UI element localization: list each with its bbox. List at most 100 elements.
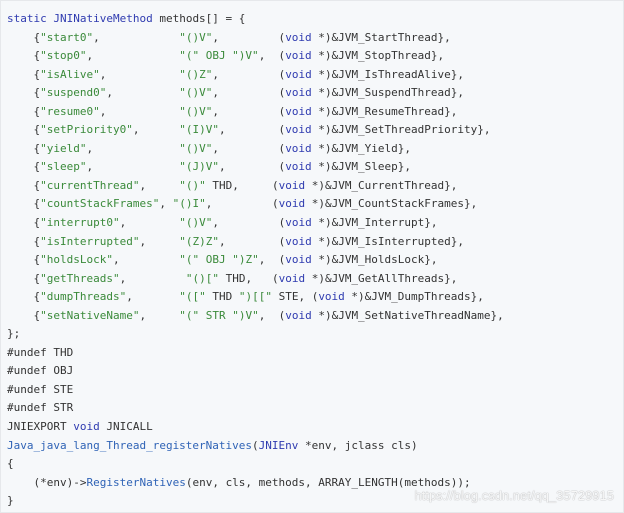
- code-line: };: [7, 325, 623, 344]
- code-token: void: [285, 160, 312, 174]
- code-token: {: [7, 178, 41, 192]
- code-token: "currentThread": [40, 178, 140, 192]
- code-token: void: [285, 253, 312, 267]
- code-line: {"getThreads", "()[" THD, (void *)&JVM_G…: [7, 270, 623, 289]
- code-token: *)&JVM_Sleep},: [311, 160, 412, 174]
- code-line: #undef OBJ: [7, 362, 623, 381]
- code-token: ,: [106, 86, 180, 100]
- code-token: "(Z)Z": [179, 234, 219, 248]
- code-token: ,: [119, 216, 180, 230]
- code-token: "()V": [179, 86, 213, 100]
- code-token: {: [7, 123, 41, 137]
- code-token: , (: [212, 141, 286, 155]
- code-token: , (: [258, 49, 286, 63]
- code-token: {: [7, 104, 41, 118]
- code-line: {"resume0", "()V", (void *)&JVM_ResumeTh…: [7, 103, 623, 122]
- code-token: void: [285, 234, 312, 248]
- code-token: "sleep": [40, 160, 87, 174]
- code-token: "getThreads": [40, 271, 120, 285]
- code-token: "()": [179, 178, 206, 192]
- code-token: , (: [212, 67, 286, 81]
- code-token: ,: [99, 104, 180, 118]
- code-token: void: [285, 30, 312, 44]
- code-token: *)&JVM_HoldsLock},: [311, 253, 438, 267]
- code-token: , (: [212, 104, 286, 118]
- code-token: "setPriority0": [40, 123, 133, 137]
- code-line: {"interrupt0", "()V", (void *)&JVM_Inter…: [7, 214, 623, 233]
- code-line: {"stop0", "(" OBJ ")V", (void *)&JVM_Sto…: [7, 47, 623, 66]
- code-token: "()I": [172, 197, 206, 211]
- code-line: {"setPriority0", "(I)V", (void *)&JVM_Se…: [7, 121, 623, 140]
- code-token: STE, (: [271, 290, 319, 304]
- code-token: *)&JVM_DumpThreads},: [344, 290, 484, 304]
- code-token: static: [7, 12, 54, 25]
- code-line: {"start0", "()V", (void *)&JVM_StartThre…: [7, 29, 623, 48]
- code-token: void: [278, 271, 306, 285]
- code-line: {: [7, 455, 623, 474]
- code-token: JNINativeMethod: [53, 12, 153, 25]
- code-line: JNIEXPORT void JNICALL: [7, 418, 623, 437]
- code-token: JNICALL: [99, 420, 153, 434]
- code-token: "(J)V": [179, 160, 219, 174]
- code-token: {: [7, 30, 41, 44]
- code-token: {: [7, 67, 41, 81]
- code-token: *)&JVM_StopThread},: [311, 49, 445, 63]
- code-token: , (: [212, 86, 286, 100]
- code-token: {: [7, 253, 41, 267]
- code-token: ,: [86, 49, 180, 63]
- code-token: "yield": [40, 141, 87, 155]
- code-token: ,: [126, 290, 180, 304]
- code-token: Java_java_lang_Thread_registerNatives: [7, 438, 253, 452]
- code-line: {"dumpThreads", "([" THD ")[[" STE, (voi…: [7, 288, 623, 307]
- code-token: RegisterNatives: [86, 475, 186, 489]
- code-token: void: [278, 197, 306, 211]
- code-token: JNIEXPORT: [7, 420, 74, 434]
- code-token: , (: [218, 123, 286, 137]
- code-token: "()V": [179, 141, 213, 155]
- code-token: ,: [139, 234, 180, 248]
- code-token: ,: [93, 30, 180, 44]
- code-token: "isInterrupted": [40, 234, 140, 248]
- code-token: *)&JVM_GetAllThreads},: [305, 271, 458, 285]
- code-token: void: [285, 141, 312, 155]
- code-token: {: [7, 308, 41, 322]
- code-token: "start0": [40, 30, 94, 44]
- code-token: , (: [258, 253, 286, 267]
- code-token: *env, jclass cls): [298, 438, 418, 452]
- code-token: #undef STE: [7, 382, 74, 396]
- code-token: {: [7, 160, 41, 174]
- code-token: *)&JVM_ResumeThread},: [311, 104, 458, 118]
- code-token: (: [252, 438, 259, 452]
- code-token: void: [285, 86, 312, 100]
- code-token: {: [7, 141, 41, 155]
- code-token: "()V": [179, 30, 213, 44]
- code-token: (*env)->: [7, 475, 87, 489]
- code-line: {"isAlive", "()Z", (void *)&JVM_IsThread…: [7, 66, 623, 85]
- code-line: #undef STR: [7, 399, 623, 418]
- code-token: {: [7, 234, 41, 248]
- code-token: THD, (: [205, 178, 279, 192]
- code-token: {: [7, 49, 41, 63]
- code-token: (env, cls, methods, ARRAY_LENGTH(methods…: [185, 475, 471, 489]
- watermark-text: https://blog.csdn.net/qq_35729915: [414, 488, 615, 503]
- code-token: "holdsLock": [40, 253, 113, 267]
- code-token: {: [7, 290, 41, 304]
- code-token: , (: [218, 160, 286, 174]
- code-line: static JNINativeMethod methods[] = {: [7, 10, 623, 29]
- code-token: void: [278, 178, 306, 192]
- code-line: Java_java_lang_Thread_registerNatives(JN…: [7, 437, 623, 456]
- code-token: , (: [212, 30, 286, 44]
- code-token: THD, (: [218, 271, 279, 285]
- code-token: *)&JVM_CurrentThread},: [305, 178, 458, 192]
- code-token: {: [7, 86, 41, 100]
- code-line: #undef THD: [7, 344, 623, 363]
- code-line: {"holdsLock", "(" OBJ ")Z", (void *)&JVM…: [7, 251, 623, 270]
- code-token: "dumpThreads": [40, 290, 127, 304]
- code-token: void: [73, 420, 100, 434]
- code-line: {"countStackFrames", "()I", (void *)&JVM…: [7, 195, 623, 214]
- code-token: #undef OBJ: [7, 364, 74, 378]
- code-line: {"yield", "()V", (void *)&JVM_Yield},: [7, 140, 623, 159]
- code-token: "interrupt0": [40, 216, 120, 230]
- code-line: {"sleep", "(J)V", (void *)&JVM_Sleep},: [7, 158, 623, 177]
- code-token: "()Z": [179, 67, 213, 81]
